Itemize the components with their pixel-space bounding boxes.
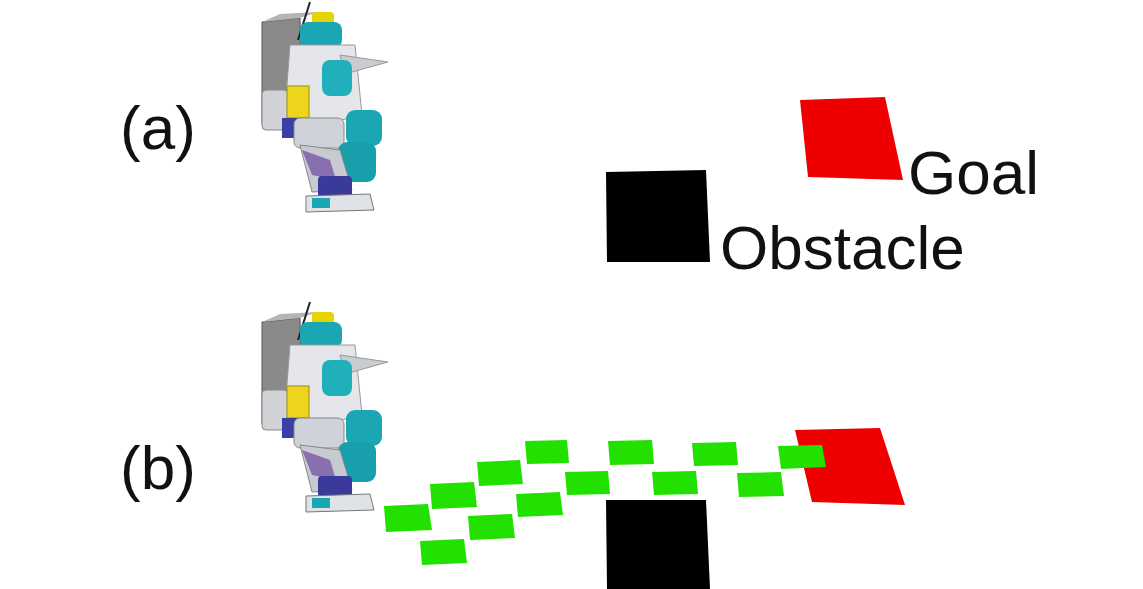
- obstacle-block: [606, 500, 710, 589]
- footstep-plan: [384, 440, 826, 565]
- obstacle-block: [606, 170, 710, 262]
- robot-b: [262, 302, 388, 512]
- goal-marker: [800, 97, 903, 180]
- panel-label: (b): [120, 437, 196, 499]
- goal-label: Goal: [908, 142, 1039, 204]
- obstacle-label: Obstacle: [720, 217, 965, 279]
- panel-label: (a): [120, 97, 196, 159]
- robot-a: [262, 2, 388, 212]
